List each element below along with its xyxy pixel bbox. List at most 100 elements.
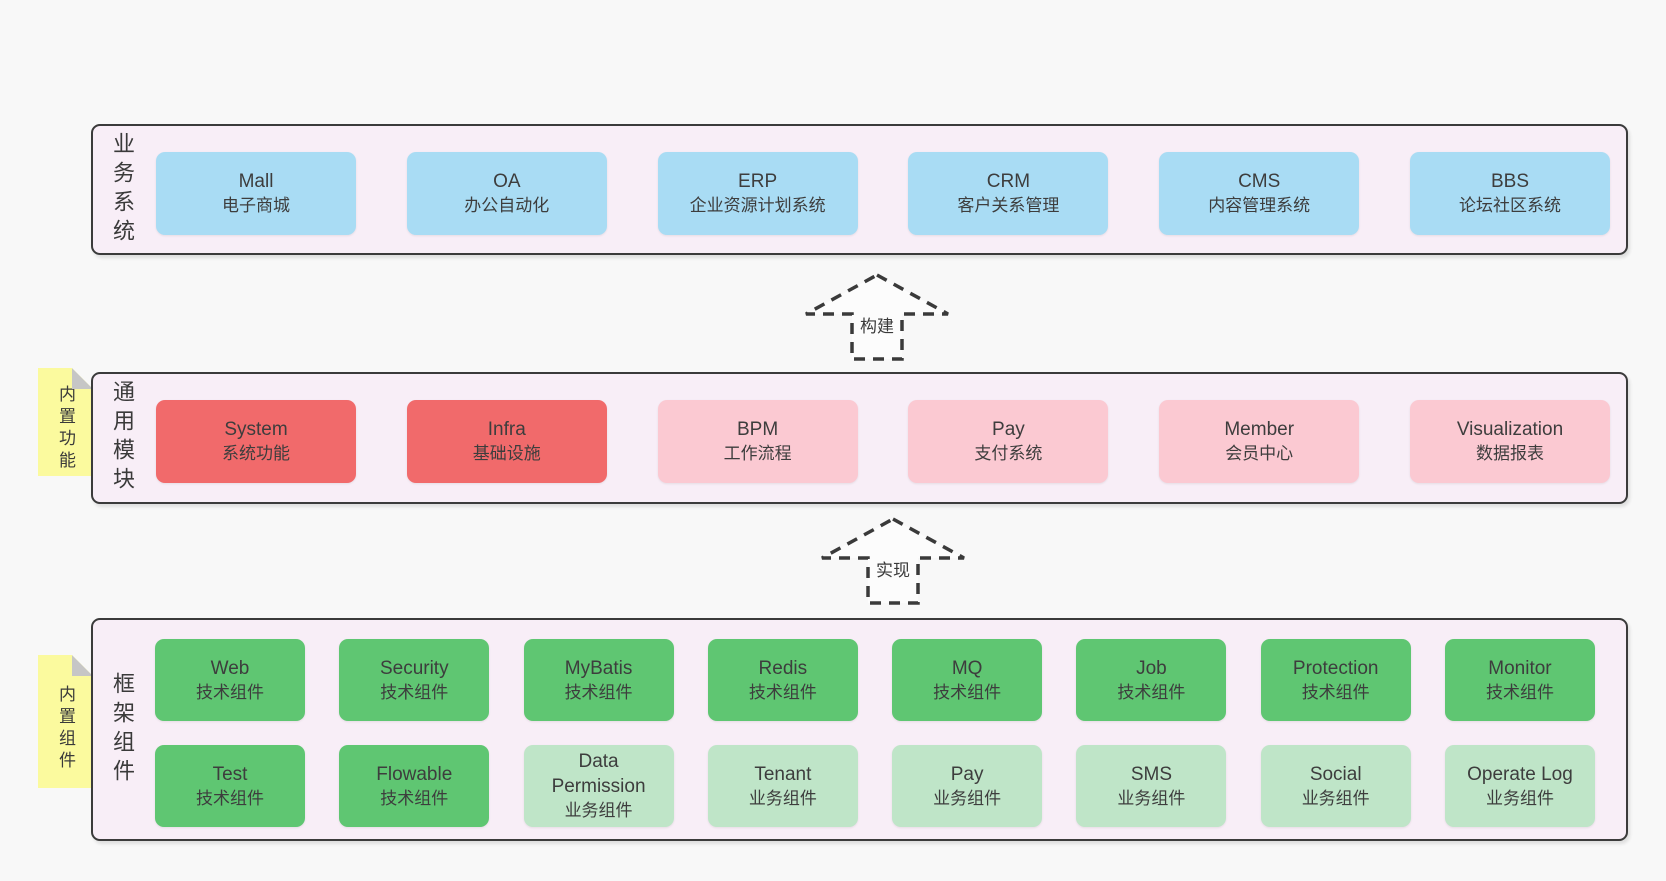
box-name: CMS: [1238, 171, 1281, 192]
box-name: ERP: [738, 171, 778, 192]
box-cms: CMS 内容管理系统: [1159, 152, 1360, 235]
sticky-note-label: 内置组件: [56, 684, 75, 773]
box-pay-system: Pay 支付系统: [908, 400, 1109, 483]
box-subtitle: 业务组件: [748, 788, 817, 808]
box-member: Member 会员中心: [1159, 400, 1360, 483]
box-name: Operate Log: [1467, 763, 1573, 785]
box-oa: OA 办公自动化: [406, 152, 607, 235]
box-test: Test 技术组件: [155, 745, 305, 827]
box-name: Social: [1309, 763, 1362, 785]
box-row-modules: System 系统功能 Infra 基础设施 BPM 工作流程 Pay 支付系统…: [156, 400, 1610, 483]
sticky-note-builtin-features: 内置功能: [38, 368, 93, 476]
box-name: Tenant: [754, 763, 812, 785]
section-label-framework: 框架组件: [110, 671, 135, 788]
box-subtitle: 基础设施: [472, 444, 541, 463]
box-row-framework-1: Web 技术组件 Security 技术组件 MyBatis 技术组件 Redi…: [155, 639, 1595, 721]
box-operate-log: Operate Log 业务组件: [1444, 745, 1595, 827]
box-flowable: Flowable 技术组件: [339, 745, 490, 827]
box-bbs: BBS 论坛社区系统: [1409, 152, 1610, 235]
box-name: Infra: [487, 419, 526, 440]
box-subtitle: 技术组件: [1117, 682, 1186, 702]
box-tenant: Tenant 业务组件: [707, 745, 858, 827]
box-sms: SMS 业务组件: [1076, 745, 1227, 827]
box-subtitle: 系统功能: [222, 444, 290, 463]
arrow-label-implement: 实现: [873, 555, 913, 582]
box-bpm: BPM 工作流程: [657, 400, 858, 483]
box-subtitle: 技术组件: [380, 788, 449, 808]
box-name: Member: [1224, 419, 1295, 440]
box-name: Monitor: [1488, 657, 1552, 679]
section-label-modules: 通用模块: [110, 380, 135, 496]
box-name: BPM: [737, 419, 779, 440]
box-subtitle: 数据报表: [1475, 444, 1544, 463]
box-mybatis: MyBatis 技术组件: [523, 639, 674, 721]
section-common-modules: 通用模块 System 系统功能 Infra 基础设施 BPM 工作流程 Pay…: [91, 372, 1628, 504]
box-name: Mall: [238, 171, 274, 192]
arrow-label-build: 构建: [857, 311, 897, 338]
box-subtitle: 办公自动化: [464, 196, 550, 215]
box-name: Pay: [950, 763, 984, 785]
box-name: Redis: [758, 657, 808, 679]
box-subtitle: 业务组件: [1117, 788, 1186, 808]
box-crm: CRM 客户关系管理: [908, 152, 1109, 235]
sticky-note-builtin-components: 内置组件: [38, 655, 93, 788]
box-subtitle: 电子商城: [222, 196, 290, 215]
box-data-permission: Data Permission 业务组件: [523, 745, 674, 827]
box-subtitle: 企业资源计划系统: [689, 196, 826, 215]
box-name: Pay: [992, 419, 1025, 440]
box-row-framework-2: Test 技术组件 Flowable 技术组件 Data Permission …: [155, 745, 1595, 827]
box-protection: Protection 技术组件: [1260, 639, 1411, 721]
box-name: Web: [210, 657, 250, 679]
sticky-note-label: 内置功能: [56, 385, 75, 473]
box-name: MQ: [951, 657, 983, 679]
box-subtitle: 技术组件: [933, 682, 1002, 702]
arrow-build: 构建: [802, 271, 952, 363]
box-infra: Infra 基础设施: [406, 400, 607, 483]
box-name: Flowable: [376, 763, 453, 785]
box-mq: MQ 技术组件: [892, 639, 1043, 721]
box-name: OA: [493, 171, 521, 192]
box-security: Security 技术组件: [339, 639, 490, 721]
box-monitor: Monitor 技术组件: [1444, 639, 1595, 721]
box-name: MyBatis: [564, 657, 633, 679]
box-subtitle: 技术组件: [1301, 682, 1370, 702]
box-subtitle: 技术组件: [196, 682, 264, 702]
box-redis: Redis 技术组件: [707, 639, 858, 721]
box-name: Job: [1136, 657, 1167, 679]
box-subtitle: 工作流程: [723, 444, 792, 463]
box-subtitle: 技术组件: [196, 788, 264, 808]
box-name: Test: [212, 763, 248, 785]
box-subtitle: 业务组件: [1301, 788, 1370, 808]
box-subtitle: 业务组件: [564, 801, 633, 820]
box-row-business: Mall 电子商城 OA 办公自动化 ERP 企业资源计划系统 CRM 客户关系…: [156, 152, 1610, 235]
box-subtitle: 技术组件: [1485, 682, 1554, 702]
section-business-systems: 业务系统 Mall 电子商城 OA 办公自动化 ERP 企业资源计划系统 CRM…: [91, 124, 1628, 255]
box-subtitle: 会员中心: [1225, 444, 1294, 463]
box-erp: ERP 企业资源计划系统: [657, 152, 858, 235]
box-subtitle: 业务组件: [1485, 788, 1554, 808]
box-web: Web 技术组件: [155, 639, 305, 721]
box-name: System: [224, 419, 288, 440]
box-name: Security: [379, 657, 449, 679]
box-pay-component: Pay 业务组件: [892, 745, 1043, 827]
box-name: Visualization: [1456, 419, 1564, 440]
box-subtitle: 内容管理系统: [1208, 196, 1311, 215]
box-subtitle: 技术组件: [748, 682, 817, 702]
box-mall: Mall 电子商城: [156, 152, 356, 235]
box-subtitle: 支付系统: [974, 444, 1043, 463]
box-social: Social 业务组件: [1260, 745, 1411, 827]
box-subtitle: 客户关系管理: [957, 196, 1060, 215]
box-subtitle: 技术组件: [564, 682, 633, 702]
box-subtitle: 技术组件: [380, 682, 449, 702]
box-job: Job 技术组件: [1076, 639, 1227, 721]
box-visualization: Visualization 数据报表: [1409, 400, 1610, 483]
box-name: Data Permission: [551, 751, 646, 797]
box-name: CRM: [986, 171, 1031, 192]
box-name: Protection: [1292, 657, 1379, 679]
sticky-fold-icon: [72, 655, 93, 676]
box-subtitle: 业务组件: [933, 788, 1002, 808]
box-system: System 系统功能: [156, 400, 356, 483]
box-name: BBS: [1490, 171, 1529, 192]
section-label-business: 业务系统: [110, 131, 135, 248]
